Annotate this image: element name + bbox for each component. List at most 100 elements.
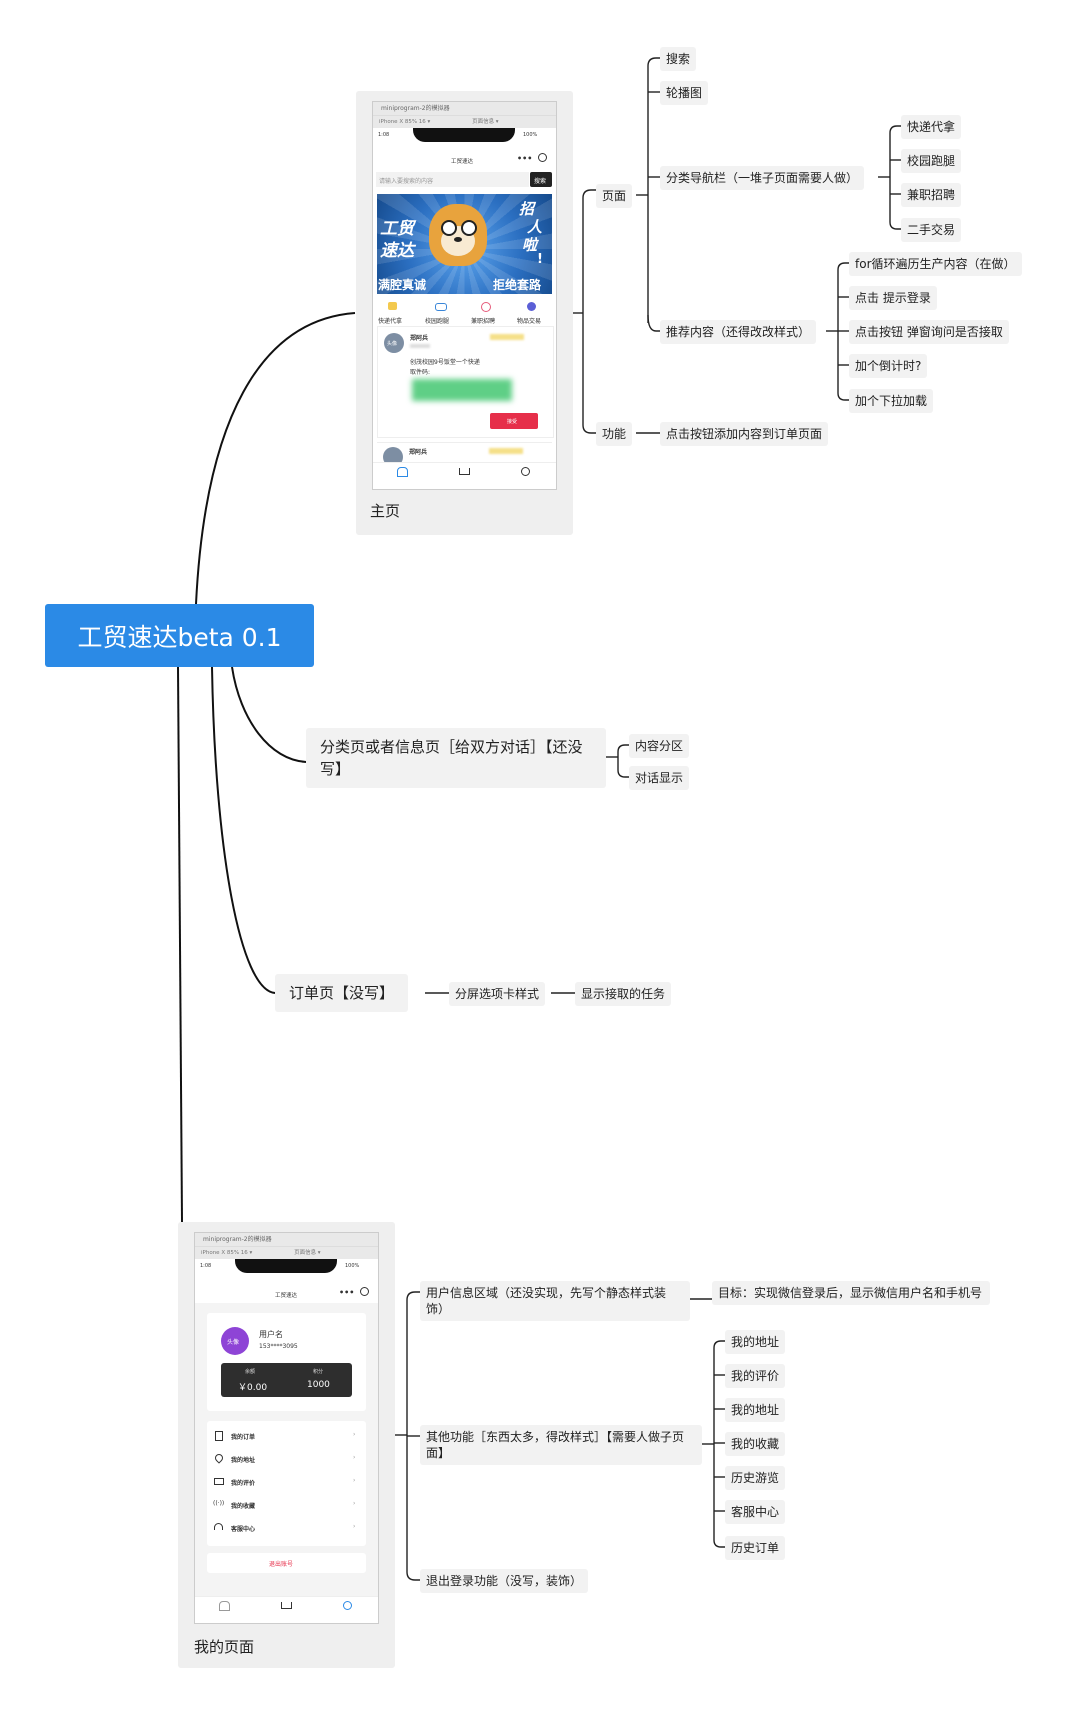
- node-user-goal[interactable]: 目标：实现微信登录后，显示微信用户名和手机号: [712, 1281, 990, 1305]
- status-time: 1:08: [378, 132, 390, 138]
- root-node[interactable]: 工贸速达beta 0.1: [45, 604, 314, 667]
- post2-reward-blurred: [489, 448, 523, 454]
- node-function[interactable]: 功能: [596, 422, 633, 446]
- home-screenshot-card[interactable]: miniprogram-2的模拟器 iPhone X 85% 16 ▾ 页面信息…: [356, 91, 573, 535]
- orders-icon: [215, 1431, 223, 1441]
- node-rec-popup[interactable]: 点击按钮 弹窗询问是否接取: [849, 320, 1009, 344]
- tab-user-icon[interactable]: [521, 467, 530, 476]
- node-cat-trade[interactable]: 二手交易: [901, 218, 962, 242]
- node-category-nav[interactable]: 分类导航栏（一堆子页面需要人做）: [660, 166, 865, 190]
- node-cat-errand[interactable]: 校园跑腿: [901, 149, 962, 173]
- post-avatar-label: 头像: [387, 341, 398, 347]
- comment-icon: [214, 1478, 224, 1485]
- node-order-page[interactable]: 订单页【没写】: [275, 974, 409, 1012]
- dog-eye-left: [441, 220, 457, 236]
- node-search[interactable]: 搜索: [660, 47, 697, 71]
- simulator-title-bar: miniprogram-2的模拟器: [195, 1233, 378, 1246]
- category-label-1[interactable]: 校园跑腿: [425, 318, 450, 325]
- node-func-add[interactable]: 点击按钮添加内容到订单页面: [660, 422, 829, 446]
- logout-label: 退出账号: [269, 1561, 294, 1568]
- node-rec-pull[interactable]: 加个下拉加载: [849, 389, 934, 413]
- node-rec-timer[interactable]: 加个倒计时?: [849, 354, 928, 378]
- tab-home-icon[interactable]: [219, 1601, 230, 1611]
- node-show-tasks[interactable]: 显示接取的任务: [575, 982, 672, 1006]
- tab-bar: [195, 1596, 378, 1623]
- carousel-banner[interactable]: 工贸 速达 招 人 啦 ! 满腔真诚 拒绝套路: [377, 194, 552, 294]
- menu-item-orders[interactable]: 我的订单 ›: [207, 1425, 366, 1447]
- signal-icon: ((·)): [213, 1500, 225, 1507]
- balance-value[interactable]: ￥0.00: [238, 1383, 268, 1393]
- profile-caption: 我的页面: [194, 1638, 255, 1656]
- menu-item-favorites[interactable]: ((·)) 我的收藏 ›: [207, 1494, 366, 1516]
- tab-cart-icon[interactable]: [281, 1602, 292, 1609]
- search-button[interactable]: 搜索: [530, 172, 552, 187]
- category-express-icon[interactable]: [388, 302, 397, 310]
- post-card[interactable]: 头像 郑阿兵 创茂校园9号饭堂一个快递 取件码: 接受: [377, 326, 554, 438]
- category-label-2[interactable]: 兼职招聘: [471, 318, 496, 325]
- node-of-addr2[interactable]: 我的地址: [725, 1398, 786, 1422]
- node-dialog-show[interactable]: 对话显示: [629, 766, 690, 790]
- category-job-icon[interactable]: [481, 302, 491, 312]
- banner-right-l4: !: [537, 252, 543, 267]
- node-page[interactable]: 页面: [596, 184, 633, 208]
- username: 用户名: [259, 1330, 283, 1339]
- node-of-addr1[interactable]: 我的地址: [725, 1330, 786, 1354]
- target-icon[interactable]: [538, 153, 547, 162]
- edge-root-category: [231, 666, 307, 763]
- node-rec-login[interactable]: 点击 提示登录: [849, 286, 937, 310]
- accept-button[interactable]: 接受: [490, 413, 538, 429]
- category-trade-icon[interactable]: [527, 302, 536, 311]
- node-user-info[interactable]: 用户信息区域（还没实现，先写个静态样式装饰）: [420, 1281, 690, 1321]
- tab-user-icon[interactable]: [343, 1601, 352, 1610]
- node-carousel[interactable]: 轮播图: [660, 81, 709, 105]
- node-of-history[interactable]: 历史游览: [725, 1466, 786, 1490]
- node-of-review[interactable]: 我的评价: [725, 1364, 786, 1388]
- home-phone-screen: miniprogram-2的模拟器 iPhone X 85% 16 ▾ 页面信息…: [372, 101, 557, 490]
- node-split-tab[interactable]: 分屏选项卡样式: [449, 982, 546, 1006]
- chevron-right-icon: ›: [353, 1454, 356, 1461]
- node-logout-func[interactable]: 退出登录功能（没写，装饰）: [420, 1569, 589, 1593]
- node-of-fav[interactable]: 我的收藏: [725, 1432, 786, 1456]
- pickup-code-blurred: [412, 379, 512, 401]
- menu-item-reviews[interactable]: 我的评价 ›: [207, 1471, 366, 1493]
- menu-label: 我的收藏: [231, 1503, 256, 1510]
- category-errand-icon[interactable]: [435, 303, 447, 311]
- target-icon[interactable]: [360, 1287, 369, 1296]
- user-phone: 153****3095: [259, 1343, 298, 1350]
- user-avatar[interactable]: 头像: [221, 1327, 249, 1355]
- menu-dots-icon[interactable]: •••: [339, 1288, 355, 1297]
- phone-notch: [413, 128, 515, 142]
- node-cat-job[interactable]: 兼职招聘: [901, 183, 962, 207]
- search-button-label: 搜索: [534, 178, 547, 185]
- search-input[interactable]: 请输入要搜索的内容: [376, 172, 529, 187]
- profile-screenshot-card[interactable]: miniprogram-2的模拟器 iPhone X 85% 16 ▾ 页面信息…: [178, 1222, 395, 1668]
- node-category-page[interactable]: 分类页或者信息页［给双方对话］【还没写】: [306, 728, 606, 788]
- node-of-service[interactable]: 客服中心: [725, 1500, 786, 1524]
- page-info-label: 页面信息 ▾: [472, 119, 499, 125]
- tab-cart-icon[interactable]: [459, 468, 470, 475]
- menu-item-service[interactable]: 客服中心 ›: [207, 1517, 366, 1539]
- category-label-0[interactable]: 快递代拿: [378, 318, 403, 325]
- points-value[interactable]: 1000: [307, 1380, 330, 1390]
- post-time-blurred: [410, 344, 430, 348]
- node-cat-express[interactable]: 快递代拿: [901, 115, 962, 139]
- balance-label: 余额: [245, 1369, 256, 1375]
- node-rec-for[interactable]: for循环遍历生产内容（在做）: [849, 252, 1022, 276]
- app-title: 工贸速达: [275, 1293, 298, 1299]
- status-battery: 100%: [523, 132, 538, 138]
- node-recommend[interactable]: 推荐内容（还得改改样式）: [660, 320, 817, 344]
- tab-home-icon[interactable]: [397, 467, 408, 477]
- node-of-orders[interactable]: 历史订单: [725, 1536, 786, 1560]
- tab-bar: [373, 462, 556, 489]
- menu-dots-icon[interactable]: •••: [517, 154, 533, 163]
- logout-button[interactable]: 退出账号: [207, 1553, 366, 1573]
- banner-title-l2: 速达: [380, 241, 414, 261]
- menu-item-address[interactable]: 我的地址 ›: [207, 1448, 366, 1470]
- category-label-3[interactable]: 物品交易: [517, 318, 542, 325]
- dog-eye-right: [461, 220, 477, 236]
- menu-label: 客服中心: [231, 1526, 256, 1533]
- dog-nose: [454, 237, 462, 242]
- node-content-zone[interactable]: 内容分区: [629, 734, 690, 758]
- node-other-func[interactable]: 其他功能［东西太多，得改样式］【需要人做子页面】: [420, 1425, 702, 1465]
- search-placeholder: 请输入要搜索的内容: [379, 178, 434, 185]
